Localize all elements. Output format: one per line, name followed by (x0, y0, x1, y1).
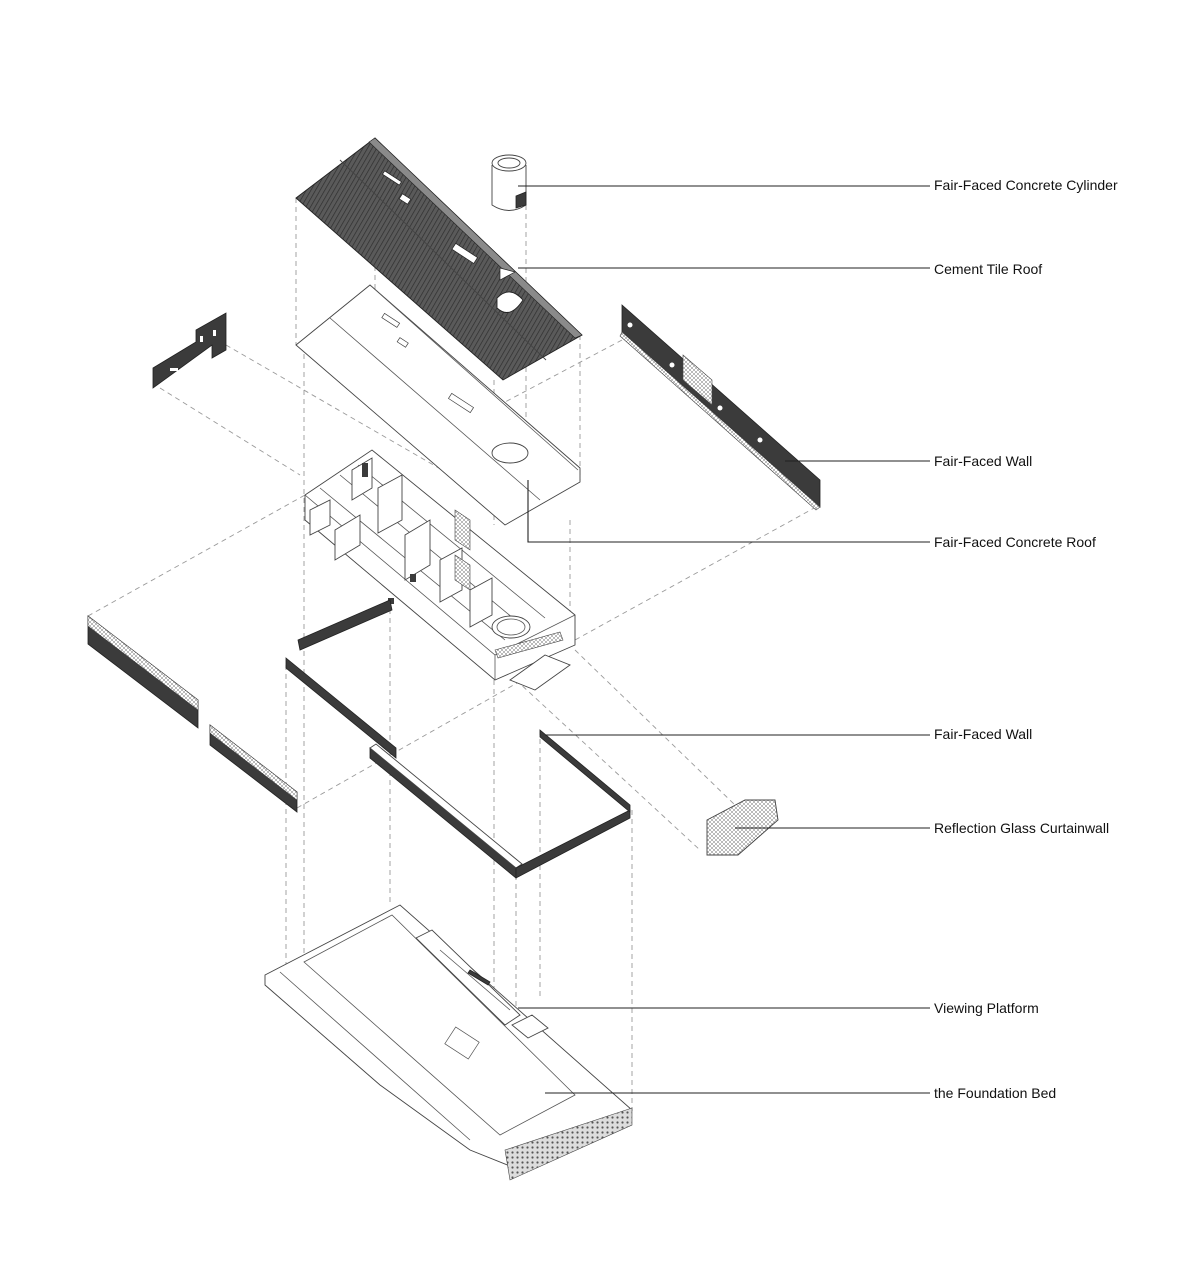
concrete-roof (295, 284, 581, 526)
interior-volume (304, 449, 576, 691)
label-foundation-bed: the Foundation Bed (934, 1085, 1056, 1101)
label-fair-faced-wall-right: Fair-Faced Wall (934, 453, 1032, 469)
foundation-bed (264, 904, 633, 1181)
projection-lines (87, 140, 817, 1170)
wall-left-outer (87, 615, 298, 813)
label-cement-tile-roof: Cement Tile Roof (934, 261, 1042, 277)
wall-lower-frame (369, 729, 631, 879)
label-glass-curtainwall: Reflection Glass Curtainwall (934, 820, 1109, 836)
concrete-cylinder (491, 154, 527, 211)
wall-fragment-upper-left (152, 312, 227, 389)
component-labels: Fair-Faced Concrete Cylinder Cement Tile… (934, 177, 1118, 1101)
leader-lines (518, 185, 930, 1094)
wall-left-inner (285, 599, 397, 759)
label-fair-faced-wall-lower: Fair-Faced Wall (934, 726, 1032, 742)
label-viewing-platform: Viewing Platform (934, 1000, 1039, 1016)
viewing-platform (415, 929, 549, 1039)
cement-tile-roof (295, 137, 583, 381)
label-concrete-roof: Fair-Faced Concrete Roof (934, 534, 1096, 550)
label-concrete-cylinder: Fair-Faced Concrete Cylinder (934, 177, 1118, 193)
wall-right (619, 304, 821, 511)
